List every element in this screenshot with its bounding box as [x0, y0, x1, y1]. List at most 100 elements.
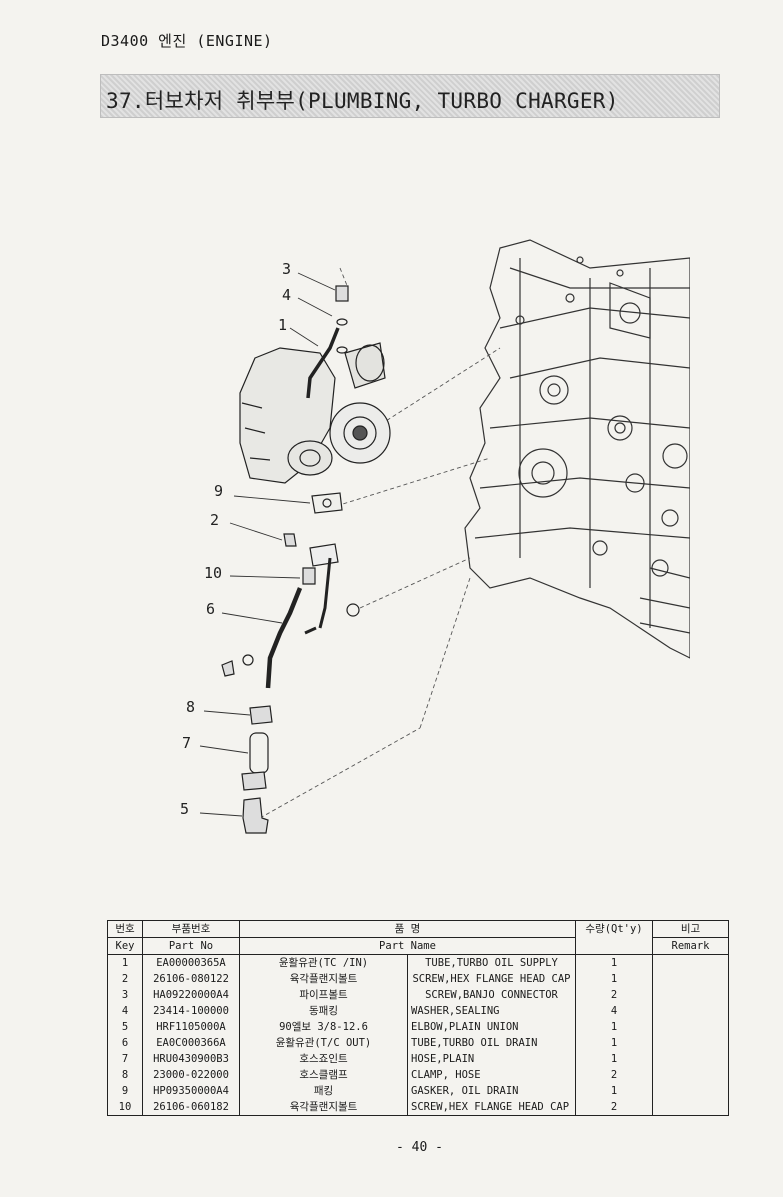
- row-name-kr: 동패킹: [239, 1003, 408, 1019]
- row-key: 5: [107, 1019, 143, 1035]
- row-remark: [652, 954, 729, 971]
- row-key: 9: [107, 1083, 143, 1099]
- row-key: 2: [107, 971, 143, 987]
- row-remark: [652, 1019, 729, 1035]
- oil-supply-tube: [306, 285, 349, 399]
- row-name-en: ELBOW,PLAIN UNION: [407, 1019, 576, 1035]
- exploded-parts-diagram: 3 4 1 9 2 10 6 8 7 5: [170, 228, 691, 848]
- row-qty: 2: [575, 987, 653, 1003]
- row-name-en: SCREW,HEX FLANGE HEAD CAP: [407, 1099, 576, 1116]
- row-name-kr: 호스클램프: [239, 1067, 408, 1083]
- row-qty: 1: [575, 971, 653, 987]
- row-name-en: WASHER,SEALING: [407, 1003, 576, 1019]
- row-name-kr: 패킹: [239, 1083, 408, 1099]
- row-part-no: EA0C000366A: [142, 1035, 240, 1051]
- table-row: 2 26106-080122 육각플랜지볼트 SCREW,HEX FLANGE …: [107, 971, 729, 987]
- row-name-kr: 파이프볼트: [239, 987, 408, 1003]
- callout-9: 9: [214, 482, 224, 500]
- table-row: 3 HA09220000A4 파이프볼트 SCREW,BANJO CONNECT…: [107, 987, 729, 1003]
- row-part-no: 23000-022000: [142, 1067, 240, 1083]
- row-name-en: HOSE,PLAIN: [407, 1051, 576, 1067]
- row-key: 4: [107, 1003, 143, 1019]
- callout-7: 7: [182, 734, 192, 752]
- leader-lines: [259, 267, 501, 819]
- row-part-no: EA00000365A: [142, 954, 240, 971]
- header-key-kr: 번호: [107, 920, 143, 938]
- row-key: 1: [107, 954, 143, 971]
- row-remark: [652, 1099, 729, 1116]
- table-row: 4 23414-100000 동패킹 WASHER,SEALING 4: [107, 1003, 729, 1019]
- page-number: - 40 -: [396, 1140, 443, 1155]
- table-header-row-kr: 번호 부품번호 품 명 수량(Qt'y) 비고: [107, 920, 729, 955]
- row-name-en: SCREW,HEX FLANGE HEAD CAP: [407, 971, 576, 987]
- row-part-no: 23414-100000: [142, 1003, 240, 1019]
- row-part-no: HRU0430900B3: [142, 1051, 240, 1067]
- row-part-no: 26106-080122: [142, 971, 240, 987]
- callout-6: 6: [206, 600, 216, 618]
- row-name-kr: 윤활유관(T/C OUT): [239, 1035, 408, 1051]
- row-remark: [652, 971, 729, 987]
- table-row: 10 26106-060182 육각플랜지볼트 SCREW,HEX FLANGE…: [107, 1099, 729, 1116]
- parts-table: 번호 부품번호 품 명 수량(Qt'y) 비고 Key Part No Part…: [107, 920, 729, 1116]
- doc-header-title: D3400 엔진 (ENGINE): [101, 32, 273, 50]
- row-qty: 1: [575, 954, 653, 971]
- table-row: 1 EA00000365A 윤활유관(TC /IN) TUBE,TURBO OI…: [107, 954, 729, 971]
- row-qty: 1: [575, 1083, 653, 1099]
- header-key-en: Key: [107, 937, 143, 955]
- row-name-kr: 육각플랜지볼트: [239, 1099, 408, 1116]
- row-qty: 2: [575, 1099, 653, 1116]
- callout-leaders: [199, 272, 336, 817]
- table-header-row-en: Key Part No Part Name Remark: [107, 937, 729, 955]
- row-name-en: SCREW,BANJO CONNECTOR: [407, 987, 576, 1003]
- header-remark-kr: 비고: [652, 920, 729, 938]
- row-part-no: 26106-060182: [142, 1099, 240, 1116]
- row-qty: 1: [575, 1051, 653, 1067]
- row-name-kr: 호스죠인트: [239, 1051, 408, 1067]
- section-title: 37.터보차저 취부부(PLUMBING, TURBO CHARGER): [106, 89, 619, 113]
- row-remark: [652, 1035, 729, 1051]
- header-qty: 수량(Qt'y): [575, 920, 653, 955]
- row-key: 3: [107, 987, 143, 1003]
- callout-2: 2: [210, 511, 220, 529]
- header-part-name-en: Part Name: [239, 937, 576, 955]
- row-qty: 4: [575, 1003, 653, 1019]
- row-qty: 1: [575, 1035, 653, 1051]
- header-remark-en: Remark: [652, 937, 729, 955]
- row-name-en: TUBE,TURBO OIL SUPPLY: [407, 954, 576, 971]
- diagram-drawing: [199, 239, 691, 834]
- header-part-no-en: Part No: [142, 937, 240, 955]
- callout-4: 4: [282, 286, 292, 304]
- row-key: 7: [107, 1051, 143, 1067]
- row-part-no: HP09350000A4: [142, 1083, 240, 1099]
- row-key: 6: [107, 1035, 143, 1051]
- row-remark: [652, 987, 729, 1003]
- section-title-bar: 37.터보차저 취부부(PLUMBING, TURBO CHARGER): [100, 74, 720, 118]
- table-row: 8 23000-022000 호스클램프 CLAMP, HOSE 2: [107, 1067, 729, 1083]
- oil-drain-assembly: [221, 492, 360, 834]
- table-row: 9 HP09350000A4 패킹 GASKER, OIL DRAIN 1: [107, 1083, 729, 1099]
- callout-1: 1: [278, 316, 288, 334]
- row-qty: 1: [575, 1019, 653, 1035]
- table-row: 5 HRF1105000A 90엘보 3/8-12.6 ELBOW,PLAIN …: [107, 1019, 729, 1035]
- row-name-kr: 윤활유관(TC /IN): [239, 954, 408, 971]
- row-key: 10: [107, 1099, 143, 1116]
- engine-block: [464, 239, 691, 659]
- header-part-name-kr: 품 명: [239, 920, 576, 938]
- row-name-kr: 90엘보 3/8-12.6: [239, 1019, 408, 1035]
- row-name-en: GASKER, OIL DRAIN: [407, 1083, 576, 1099]
- table-row: 7 HRU0430900B3 호스죠인트 HOSE,PLAIN 1: [107, 1051, 729, 1067]
- callout-8: 8: [186, 698, 196, 716]
- callout-5: 5: [180, 800, 190, 818]
- row-key: 8: [107, 1067, 143, 1083]
- row-remark: [652, 1083, 729, 1099]
- row-name-kr: 육각플랜지볼트: [239, 971, 408, 987]
- header-part-no-kr: 부품번호: [142, 920, 240, 938]
- callout-10: 10: [204, 564, 223, 582]
- row-part-no: HA09220000A4: [142, 987, 240, 1003]
- row-part-no: HRF1105000A: [142, 1019, 240, 1035]
- row-name-en: CLAMP, HOSE: [407, 1067, 576, 1083]
- row-qty: 2: [575, 1067, 653, 1083]
- table-row: 6 EA0C000366A 윤활유관(T/C OUT) TUBE,TURBO O…: [107, 1035, 729, 1051]
- callout-3-top: 3: [282, 260, 292, 278]
- turbocharger: [239, 342, 391, 484]
